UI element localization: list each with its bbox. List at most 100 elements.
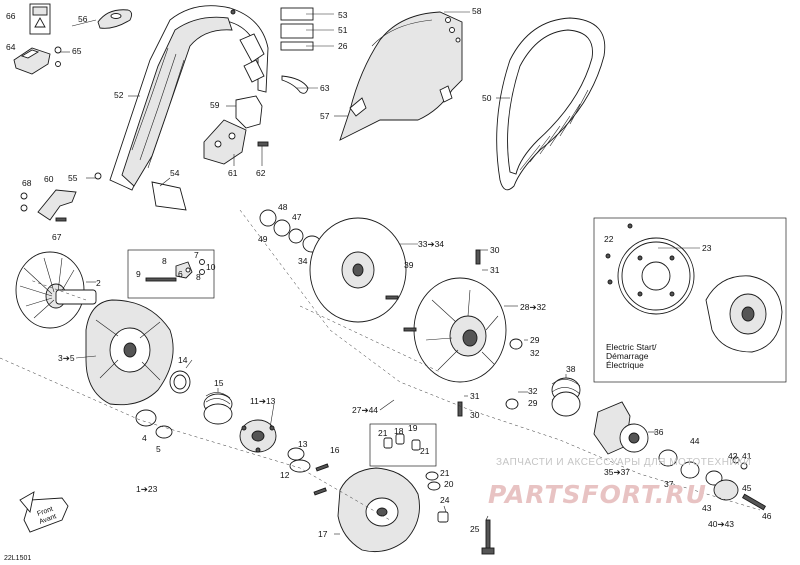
callout-2: 2 [96, 278, 101, 288]
front-arrow [19, 491, 69, 533]
movable-sheave-part [85, 299, 174, 406]
lower-bracket-part [20, 189, 77, 222]
drive-belt-part [496, 17, 606, 191]
callout-6: 6 [178, 269, 183, 279]
bushing-part [169, 370, 191, 394]
callout-31-bottom: 31 [470, 391, 480, 401]
callout-62: 62 [256, 168, 266, 178]
callout-11-13: 11➔13 [250, 396, 276, 406]
callout-37: 37 [664, 479, 674, 489]
callout-29-bottom: 29 [528, 398, 538, 408]
driven-movable-sheave-part [413, 277, 507, 383]
callout-59: 59 [210, 100, 220, 110]
callout-43: 43 [702, 503, 712, 513]
callout-4: 4 [142, 433, 147, 443]
callout-29-top: 29 [530, 335, 540, 345]
washer-part [427, 481, 441, 491]
callout-40-43: 40➔43 [708, 519, 734, 529]
bolt-part [457, 401, 463, 417]
callout-52: 52 [114, 90, 124, 100]
bolt-part [313, 487, 327, 496]
callout-61: 61 [228, 168, 238, 178]
callout-10: 10 [206, 262, 216, 272]
callout-34: 34 [298, 256, 308, 266]
callout-31-top: 31 [490, 265, 500, 275]
callout-21c: 21 [440, 468, 450, 478]
bolt-part [257, 141, 269, 147]
rollers-box [369, 423, 437, 467]
driven-fixed-sheave-part [309, 217, 407, 323]
bracket-part [13, 47, 51, 75]
nut-part [732, 456, 740, 464]
electric-start-line-3: Électrique [606, 360, 644, 370]
bolt-part [403, 327, 417, 332]
washer-part [680, 461, 700, 479]
callout-13: 13 [298, 439, 308, 449]
callout-18: 18 [394, 426, 404, 436]
cap-part [713, 479, 739, 501]
callout-21a: 21 [378, 428, 388, 438]
callout-67: 67 [52, 232, 62, 242]
callout-26: 26 [338, 41, 348, 51]
callout-53: 53 [338, 10, 348, 20]
warning-label-part [29, 3, 51, 35]
callout-9: 9 [136, 269, 141, 279]
callout-58: 58 [472, 6, 482, 16]
callout-32-bottom: 32 [528, 386, 538, 396]
bushing-part [505, 398, 519, 410]
driven-spring-part [551, 377, 581, 417]
fastener-part [445, 17, 451, 23]
callout-33-34: 33➔34 [418, 239, 444, 249]
callout-22: 22 [604, 234, 614, 244]
callout-42: 42 [728, 451, 738, 461]
bolt-part [315, 463, 329, 472]
callout-15: 15 [214, 378, 224, 388]
belt-cover-part [339, 11, 463, 141]
callout-3-5: 3➔5 [58, 353, 75, 363]
callout-21b: 21 [420, 446, 430, 456]
washer-part [437, 511, 449, 523]
callout-48: 48 [278, 202, 288, 212]
washer-part [658, 449, 678, 467]
bolt-part [485, 519, 491, 551]
belt-guard-frame-part [109, 5, 269, 191]
electric-start-box [593, 217, 787, 383]
fixed-sheave-part [15, 251, 97, 329]
callout-60: 60 [44, 174, 54, 184]
callout-49: 49 [258, 234, 268, 244]
governor-cup-part [337, 467, 420, 553]
cable-tie-part [281, 75, 309, 94]
fastener-part [449, 27, 455, 33]
callout-30-top: 30 [490, 245, 500, 255]
fastener-part [455, 37, 461, 43]
callout-63: 63 [320, 83, 330, 93]
callout-25: 25 [470, 524, 480, 534]
cap-part [289, 459, 311, 473]
callout-7: 7 [194, 250, 199, 260]
callout-51: 51 [338, 25, 348, 35]
callout-65: 65 [72, 46, 82, 56]
callout-8b: 8 [196, 272, 201, 282]
callout-27-44: 27➔44 [352, 405, 378, 415]
callout-47: 47 [292, 212, 302, 222]
callout-8a: 8 [162, 256, 167, 266]
callout-19: 19 [408, 423, 418, 433]
washer-part [287, 447, 305, 461]
callout-56: 56 [78, 14, 88, 24]
electric-start-line-1: Electric Start/ [606, 342, 657, 352]
callout-46: 46 [762, 511, 772, 521]
ring-part [155, 425, 173, 439]
callout-68: 68 [22, 178, 32, 188]
callout-66: 66 [6, 11, 16, 21]
callout-1-23: 1➔23 [136, 484, 158, 494]
callout-20: 20 [444, 479, 454, 489]
callout-23: 23 [702, 243, 712, 253]
callout-30-bottom: 30 [470, 410, 480, 420]
callout-39: 39 [404, 260, 414, 270]
callout-57: 57 [320, 111, 330, 121]
bumper-part [97, 9, 133, 29]
bolt-part [741, 493, 767, 511]
callout-labels: 66 56 53 51 26 64 65 52 63 59 57 58 50 5… [6, 6, 772, 539]
washer-part [425, 471, 439, 481]
